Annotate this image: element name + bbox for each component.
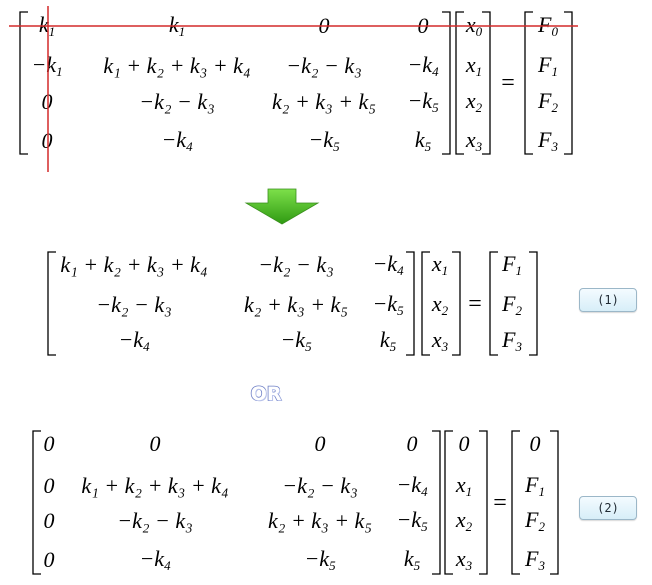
force-vector-entry: F0 [538, 12, 558, 39]
left-bracket-1 [444, 430, 453, 575]
force-vector-entry: F2 [525, 507, 545, 534]
force-vector-entry: F2 [538, 88, 558, 115]
matrix-entry: 0 [43, 431, 55, 456]
matrix-entry: k5 [379, 327, 397, 354]
right-bracket-0 [442, 11, 451, 155]
unknown-vector-entry: x1 [455, 472, 473, 499]
equation-tag-1-button[interactable]: (1) [579, 288, 637, 312]
matrix-entry: −k4 [396, 472, 428, 499]
unknown-vector-entry: x2 [431, 291, 449, 318]
matrix-entry: k5 [414, 127, 432, 154]
right-bracket-1 [482, 11, 491, 155]
equation-tag-2-button[interactable]: (2) [579, 496, 637, 520]
unknown-vector-entry: x1 [465, 52, 483, 79]
matrix-entry: −k4 [407, 52, 439, 79]
matrix-entry: −k₂ − k₃ [96, 292, 172, 317]
matrix-entry: k₁ + k₂ + k₃ + k₄ [81, 473, 229, 498]
matrix-entry: k₂ + k₃ + k₅ [272, 89, 376, 114]
right-bracket-1 [452, 251, 461, 356]
matrix-entry: 0 [41, 89, 53, 114]
matrix-entry: −k₂ − k₃ [139, 89, 215, 114]
matrix-entry: −k5 [280, 327, 312, 354]
force-vector-entry: F3 [502, 327, 522, 354]
force-vector-entry: F2 [502, 291, 522, 318]
unknown-vector-entry: x2 [455, 507, 473, 534]
unknown-vector-entry: x3 [455, 546, 473, 573]
left-bracket-2 [524, 11, 533, 155]
unknown-vector-entry: 0 [458, 431, 470, 456]
left-bracket-2 [511, 430, 520, 575]
unknown-vector-entry: x1 [431, 251, 449, 278]
matrix-entry: −k4 [139, 546, 171, 573]
matrix-entry: −k1 [31, 52, 63, 79]
force-vector-entry: F1 [502, 251, 522, 278]
matrix-entry: −k₂ − k₃ [117, 508, 193, 533]
right-bracket-2 [564, 11, 573, 155]
matrix-entry: −k₂ − k₃ [282, 473, 358, 498]
left-bracket-0 [19, 11, 28, 155]
matrix-entry: k5 [403, 546, 421, 573]
matrix-entry: 0 [41, 128, 53, 153]
equals-sign: = [468, 290, 482, 317]
left-bracket-0 [32, 430, 41, 575]
equals-sign: = [493, 489, 507, 516]
matrix-entry: 0 [314, 431, 326, 456]
matrix-entry: −k₂ − k₃ [258, 252, 334, 277]
force-vector-entry: F3 [538, 127, 558, 154]
right-bracket-1 [479, 430, 488, 575]
left-bracket-0 [47, 251, 56, 356]
matrix-entry: k1 [38, 12, 56, 39]
matrix-entry: k₂ + k₃ + k₅ [268, 508, 372, 533]
force-vector-entry: F1 [538, 52, 558, 79]
force-vector-entry: F3 [525, 546, 545, 573]
matrix-entry: −k4 [372, 251, 404, 278]
equals-sign: = [501, 70, 515, 96]
left-bracket-1 [455, 11, 464, 155]
matrix-entry: −k5 [372, 291, 404, 318]
matrix-entry: −k5 [308, 127, 340, 154]
or-label: OR [250, 382, 282, 406]
matrix-entry: −k5 [407, 88, 439, 115]
unknown-vector-entry: x2 [465, 88, 483, 115]
left-bracket-2 [489, 251, 498, 356]
right-bracket-2 [529, 251, 538, 356]
left-bracket-1 [421, 251, 430, 356]
matrix-entry: 0 [43, 508, 55, 533]
force-vector-entry: F1 [525, 472, 545, 499]
matrix-entry: 0 [149, 431, 161, 456]
right-bracket-0 [406, 251, 415, 356]
matrix-entry: k₂ + k₃ + k₅ [244, 292, 348, 317]
matrix-entry: −k5 [304, 546, 336, 573]
matrix-entry: 0 [406, 431, 418, 456]
unknown-vector-entry: x3 [465, 127, 483, 154]
matrix-entry: −k4 [118, 327, 150, 354]
matrix-entry: −k5 [396, 507, 428, 534]
matrix-entry: k₁ + k₂ + k₃ + k₄ [60, 252, 208, 277]
matrix-entry: −k₂ − k₃ [286, 53, 362, 78]
unknown-vector-entry: x3 [431, 327, 449, 354]
force-vector-entry: 0 [529, 431, 541, 456]
right-bracket-0 [432, 430, 441, 575]
unknown-vector-entry: x0 [465, 12, 483, 39]
matrix-entry: 0 [43, 473, 55, 498]
down-arrow-icon [244, 188, 320, 225]
right-bracket-2 [550, 430, 559, 575]
matrix-entry: k₁ + k₂ + k₃ + k₄ [103, 53, 251, 78]
matrix-entry: 0 [43, 547, 55, 572]
matrix-entry: −k4 [161, 127, 193, 154]
matrix-entry: k1 [168, 12, 186, 39]
